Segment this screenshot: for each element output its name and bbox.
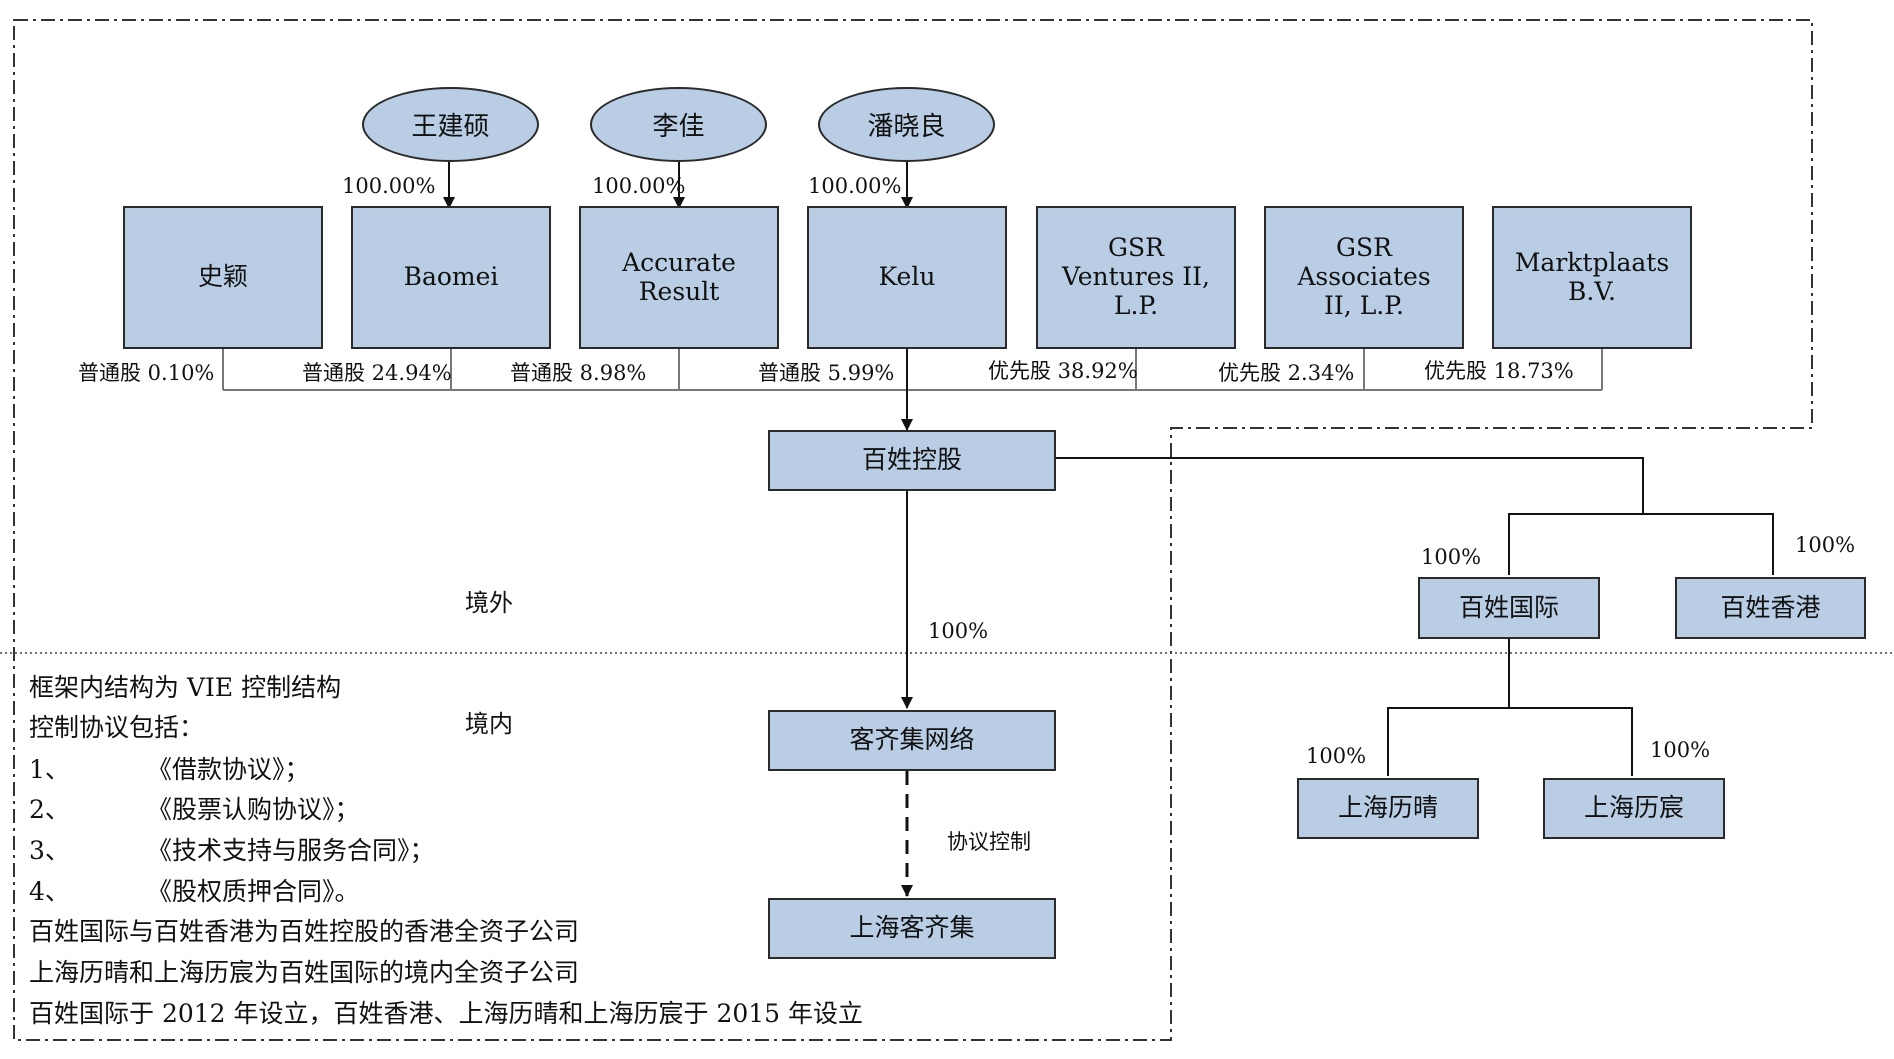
shareholder-name: GSR Associates II, L.P.: [1297, 233, 1431, 320]
entity-baixing-intl: 百姓国际: [1418, 577, 1600, 639]
intl-pct: 100%: [1421, 545, 1482, 569]
lc-pct: 100%: [1650, 738, 1711, 762]
shareholder-kelu: Kelu: [807, 206, 1007, 349]
share-label: 普通股 8.98%: [510, 361, 647, 385]
hk-pct: 100%: [1795, 533, 1856, 557]
note-line-2: 控制协议包括：: [29, 713, 205, 742]
region-onshore: 境内: [465, 710, 513, 738]
share-label: 普通股 24.94%: [302, 361, 452, 385]
person-li-jia: 李佳: [590, 87, 767, 162]
shareholder-name: Marktplaats B.V.: [1514, 247, 1670, 306]
shareholder-accurate-result: Accurate Result: [579, 206, 779, 349]
note-line-5: 百姓国际于 2012 年设立，百姓香港、上海历晴和上海历宸于 2015 年设立: [29, 999, 864, 1028]
share-label: 优先股 38.92%: [988, 359, 1138, 383]
entity-name: 百姓国际: [1458, 592, 1559, 622]
note-item-number: 4、: [29, 877, 70, 906]
shareholder-name: Baomei: [403, 262, 499, 292]
line-holding-to-subs: [1056, 457, 1644, 514]
entity-name: 上海历宸: [1583, 793, 1684, 823]
person-name: 王建硕: [411, 112, 490, 142]
shareholder-name: Accurate Result: [622, 247, 736, 306]
baomei-owner-pct: 100.00%: [342, 174, 436, 198]
entity-holding: 百姓控股: [768, 430, 1056, 491]
note-item-number: 1、: [29, 755, 70, 784]
line-intl-branch: [1387, 707, 1633, 776]
entity-shanghai-lichen: 上海历宸: [1543, 778, 1725, 839]
accurate-owner-pct: 100.00%: [592, 174, 686, 198]
entity-name: 百姓香港: [1720, 592, 1821, 622]
lq-pct: 100%: [1306, 744, 1367, 768]
note-line-1: 框架内结构为 VIE 控制结构: [29, 673, 342, 702]
note-item-text: 《股权质押合同》。: [147, 877, 360, 906]
shareholder-baomei: Baomei: [351, 206, 551, 349]
note-item-text: 《借款协议》；: [147, 755, 310, 784]
shareholder-shi-ying: 史颖: [123, 206, 323, 349]
note-line-3: 百姓国际与百姓香港为百姓控股的香港全资子公司: [29, 917, 580, 946]
shareholder-name: 史颖: [197, 262, 248, 292]
entity-name: 上海客齐集: [849, 913, 975, 943]
shareholder-gsr-associates: GSR Associates II, L.P.: [1264, 206, 1464, 349]
note-item: 2、 《股票认购协议》；: [29, 790, 360, 826]
holding-to-wfoe-pct: 100%: [928, 619, 989, 643]
entity-shanghai-liqing: 上海历晴: [1297, 778, 1479, 839]
share-label: 普通股 5.99%: [758, 361, 895, 385]
note-line-4: 上海历晴和上海历宸为百姓国际的境内全资子公司: [29, 958, 580, 987]
entity-baixing-hk: 百姓香港: [1675, 577, 1866, 639]
entity-name: 客齐集网络: [849, 725, 975, 755]
entity-name: 上海历晴: [1337, 793, 1438, 823]
region-offshore: 境外: [465, 589, 513, 617]
person-wang-jianshuo: 王建硕: [362, 87, 539, 162]
entity-vie: 上海客齐集: [768, 898, 1056, 959]
note-item: 4、 《股权质押合同》。: [29, 872, 360, 908]
person-name: 潘晓良: [867, 112, 946, 142]
vie-framework-boundary: [13, 19, 1813, 1041]
share-label: 普通股 0.10%: [78, 361, 215, 385]
note-item-text: 《股票认购协议》；: [147, 795, 360, 824]
person-pan-xiaoliang: 潘晓良: [818, 87, 995, 162]
note-item: 1、 《借款协议》；: [29, 750, 310, 786]
shareholder-name: Kelu: [878, 262, 936, 292]
note-item: 3、 《技术支持与服务合同》；: [29, 831, 435, 867]
shareholder-marktplaats: Marktplaats B.V.: [1492, 206, 1692, 349]
note-item-number: 2、: [29, 795, 70, 824]
line-subs-branch: [1508, 513, 1774, 575]
kelu-owner-pct: 100.00%: [808, 174, 902, 198]
note-item-number: 3、: [29, 836, 70, 865]
share-label: 优先股 2.34%: [1218, 361, 1355, 385]
share-label: 优先股 18.73%: [1424, 359, 1574, 383]
entity-name: 百姓控股: [861, 445, 962, 475]
agreement-control-label: 协议控制: [947, 830, 1031, 854]
shareholder-gsr-ventures: GSR Ventures II, L.P.: [1036, 206, 1236, 349]
shareholder-name: GSR Ventures II, L.P.: [1061, 233, 1211, 320]
person-name: 李佳: [652, 112, 705, 142]
note-item-text: 《技术支持与服务合同》；: [147, 836, 435, 865]
entity-wfoe: 客齐集网络: [768, 710, 1056, 771]
